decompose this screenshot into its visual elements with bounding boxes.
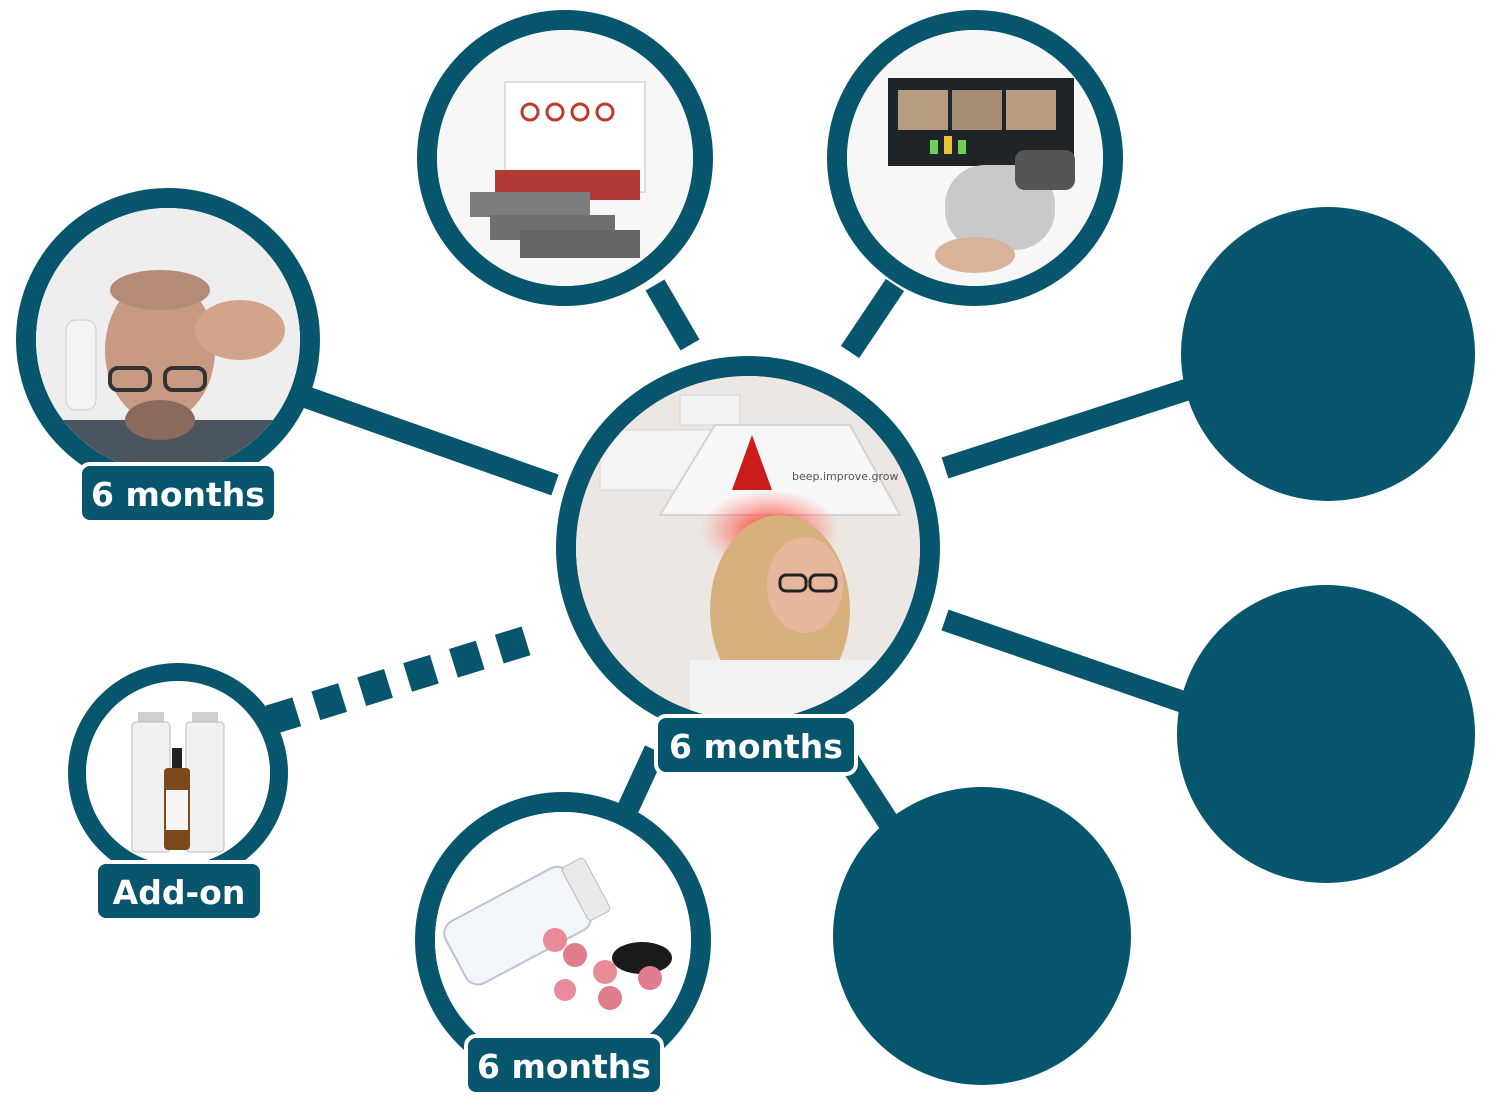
connector-right-middle [941,609,1196,716]
hair-loss-duration-badge [78,462,278,524]
sample-kit-node [417,10,713,306]
center-node: beep.improve.grow 6 months [556,356,940,776]
scalp-scanner-node [827,10,1123,306]
sample-collection-kit-photo [437,30,693,286]
center-duration-badge [654,714,858,776]
gummies-node: 6 months [415,792,711,1096]
shampoo-serum-bottles-photo [86,681,270,865]
hair-loss-node: 6 months [16,188,320,524]
scalp-scanner-photo [847,30,1103,286]
empty-node-right-top [1181,207,1475,501]
center-duration-label: 6 months [669,727,843,766]
connector-right-top [941,377,1196,479]
hair-loss-duration-label: 6 months [91,475,265,514]
gummies-duration-label: 6 months [477,1047,651,1086]
connector-kit [645,279,700,351]
svg-text:beep.improve.grow: beep.improve.grow [792,470,899,483]
connector-scanner [840,278,905,359]
addon-node: Add-on [68,663,288,922]
addon-label: Add-on [113,873,246,912]
connector-gummies [615,745,665,820]
empty-node-bottom [833,787,1131,1085]
connector-left [296,384,559,496]
empty-node-right-middle [1177,585,1475,883]
addon-badge [94,860,264,922]
connector-addon-dashed [265,620,550,735]
gummies-duration-badge [464,1034,664,1096]
vitamin-gummies-bottle-photo [435,812,691,1068]
red-light-laser-cap-photo: beep.improve.grow [576,376,920,720]
